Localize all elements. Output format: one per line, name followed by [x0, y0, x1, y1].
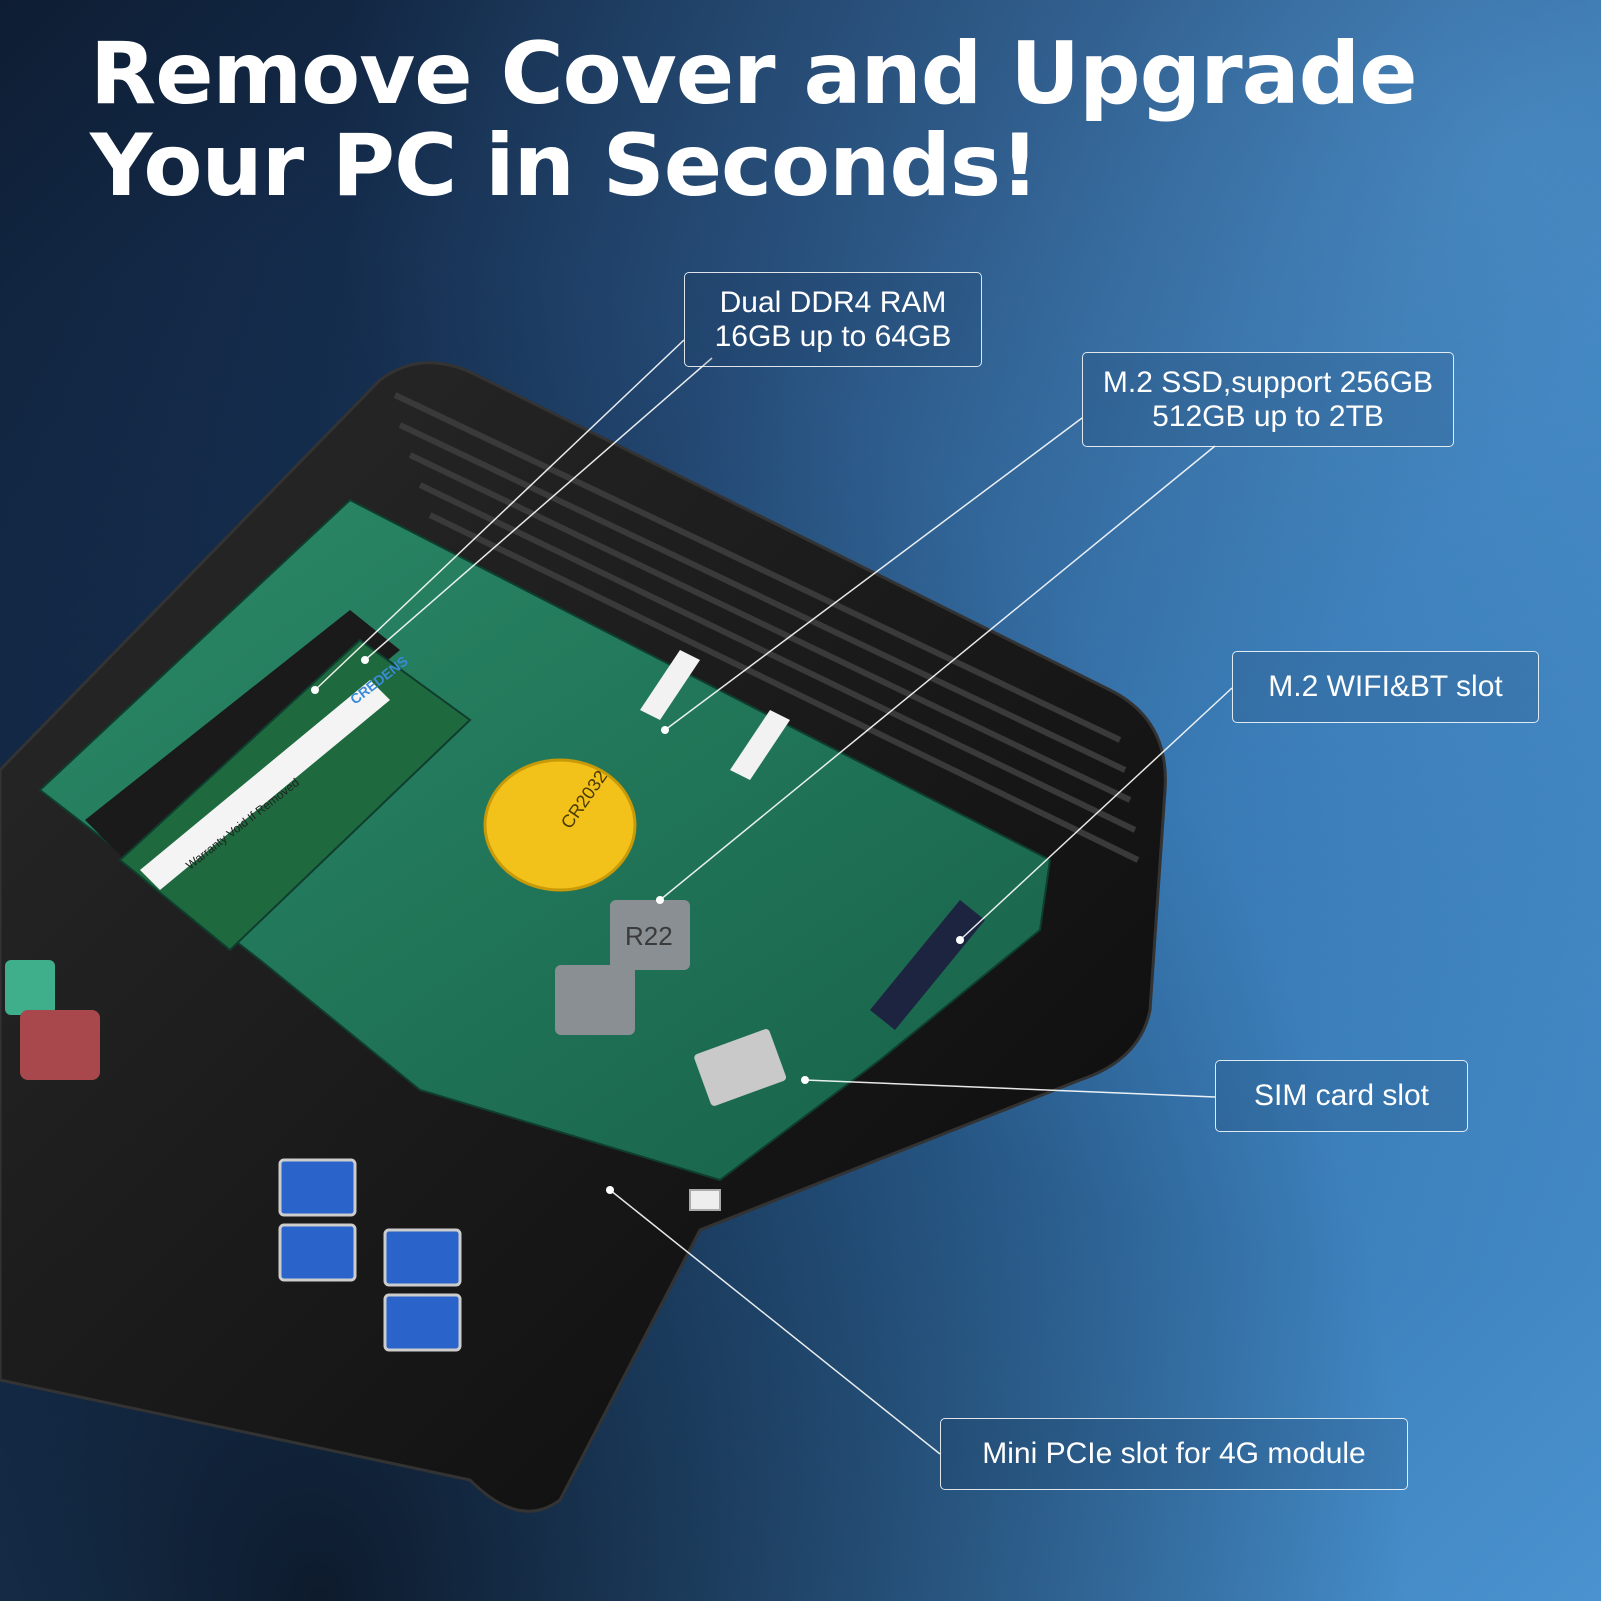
callout-wifi: M.2 WIFI&BT slot	[1232, 651, 1539, 723]
callout-pcie-line-1: Mini PCIe slot for 4G module	[982, 1437, 1366, 1470]
callout-ssd-line-2: 512GB up to 2TB	[1152, 399, 1384, 433]
leader-lines	[314, 339, 1233, 1455]
callout-ssd-line-1: M.2 SSD,support 256GB	[1102, 365, 1434, 399]
callout-ram-line-2: 16GB up to 64GB	[714, 319, 952, 353]
mini-pcie-connector	[689, 1189, 721, 1211]
inductor-label: R22	[625, 921, 673, 951]
audio-jack-red	[20, 1010, 100, 1080]
callout-sim: SIM card slot	[1215, 1060, 1468, 1132]
ram-module: CREDENS Warranty Void If Removed	[85, 610, 472, 952]
inductors: R22	[555, 900, 690, 1035]
usb-ports	[278, 1158, 462, 1352]
callout-wifi-line-1: M.2 WIFI&BT slot	[1268, 670, 1503, 703]
sim-slot	[694, 1029, 787, 1106]
callout-ram: Dual DDR4 RAM 16GB up to 64GB	[684, 272, 982, 367]
audio-jack-green	[5, 960, 55, 1015]
callout-ram-line-1: Dual DDR4 RAM	[719, 285, 947, 319]
callout-sim-line-1: SIM card slot	[1253, 1079, 1430, 1112]
headline: Remove Cover and Upgrade Your PC in Seco…	[90, 24, 1418, 216]
callout-pcie: Mini PCIe slot for 4G module	[940, 1418, 1408, 1490]
headline-line-2: Your PC in Seconds!	[90, 116, 1039, 216]
m2-ssd-connector	[640, 650, 790, 780]
cmos-battery: CR2032	[483, 758, 637, 892]
headline-line-1: Remove Cover and Upgrade	[90, 24, 1418, 124]
leader-dots	[311, 656, 964, 1194]
m2-wifi-slot	[870, 900, 985, 1030]
heatsink-fins	[393, 392, 1140, 863]
callout-ssd: M.2 SSD,support 256GB 512GB up to 2TB	[1082, 352, 1454, 447]
